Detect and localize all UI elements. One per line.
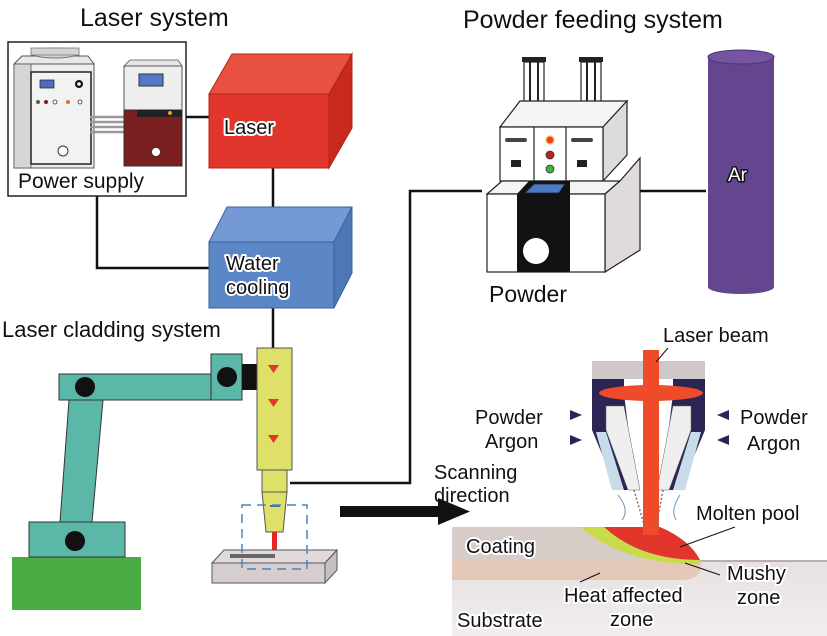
laser-box	[208, 93, 330, 169]
powder-inlet-arrow-right	[717, 410, 729, 420]
connection-wires	[95, 115, 706, 485]
laser-beam-label: Laser beam	[663, 325, 769, 347]
laser-unit: Laser	[208, 52, 353, 170]
laser-beam-line	[272, 532, 277, 558]
argon-cylinder: Ar	[707, 49, 775, 294]
water-cooling-label-line1: Water	[226, 253, 279, 275]
workpiece	[211, 562, 326, 584]
display-icon	[39, 79, 55, 89]
substrate-cross-section	[452, 527, 827, 636]
argon-left-label: Argon	[485, 431, 538, 453]
powder-left-label: Powder	[475, 407, 543, 429]
substrate-label: Substrate	[457, 610, 543, 632]
power-supply-unit: Power supply	[7, 41, 187, 197]
power-supply-label: Power supply	[18, 170, 145, 193]
powder-feeding-system-title: Powder feeding system	[463, 6, 723, 34]
argon-right-label: Argon	[747, 433, 800, 455]
argon-inlet-arrow-right	[717, 435, 729, 445]
heat-affected-zone-label-line2: zone	[610, 609, 653, 631]
scanning-label-line2: direction	[434, 485, 510, 507]
power-cabinet-right	[123, 65, 183, 111]
scanning-direction-arrow	[340, 498, 470, 525]
powder-inlet-arrow-left	[570, 410, 582, 420]
wire-powder-to-head	[290, 189, 482, 485]
scanning-label-line1: Scanning	[434, 462, 517, 484]
coating-label: Coating	[466, 536, 535, 558]
robot-base	[12, 557, 141, 610]
laser-beam	[643, 350, 659, 535]
wire-power-to-cooling	[95, 196, 209, 270]
powder-label: Powder	[489, 281, 567, 307]
robot-joint-icon	[75, 377, 95, 397]
robot-arm	[12, 353, 257, 610]
water-cooling-label-line2: cooling	[226, 277, 289, 299]
heat-affected-zone-label-line1: Heat affected	[564, 585, 683, 607]
water-cooling-box	[208, 241, 335, 309]
status-light-icon	[545, 164, 555, 174]
powder-right-label: Powder	[740, 407, 808, 429]
robot-joint-icon	[217, 367, 237, 387]
mushy-zone	[580, 527, 700, 565]
argon-label: Ar	[728, 165, 748, 186]
argon-inlet-arrow-left	[570, 435, 582, 445]
molten-pool-label: Molten pool	[696, 503, 799, 525]
laser-cladding-system-title: Laser cladding system	[2, 317, 221, 342]
robot-joint-icon	[65, 531, 85, 551]
laser-label: Laser	[224, 117, 274, 139]
cladding-head	[210, 347, 339, 585]
display-icon	[524, 183, 566, 194]
focusing-lens	[599, 385, 703, 401]
powder-feeder-unit: Powder	[485, 57, 641, 307]
nozzle-cross-section	[570, 350, 729, 535]
mushy-zone-label-line2: zone	[737, 587, 780, 609]
heat-affected-zone	[452, 560, 701, 580]
water-cooling-unit: Water cooling	[208, 206, 353, 309]
zoom-region-marker	[241, 504, 308, 570]
mushy-zone-label-line1: Mushy	[727, 563, 786, 585]
status-light-icon	[545, 135, 555, 145]
laser-system-title: Laser system	[80, 4, 229, 32]
status-light-icon	[545, 150, 555, 160]
display-icon	[138, 73, 164, 87]
molten-pool	[604, 527, 700, 560]
